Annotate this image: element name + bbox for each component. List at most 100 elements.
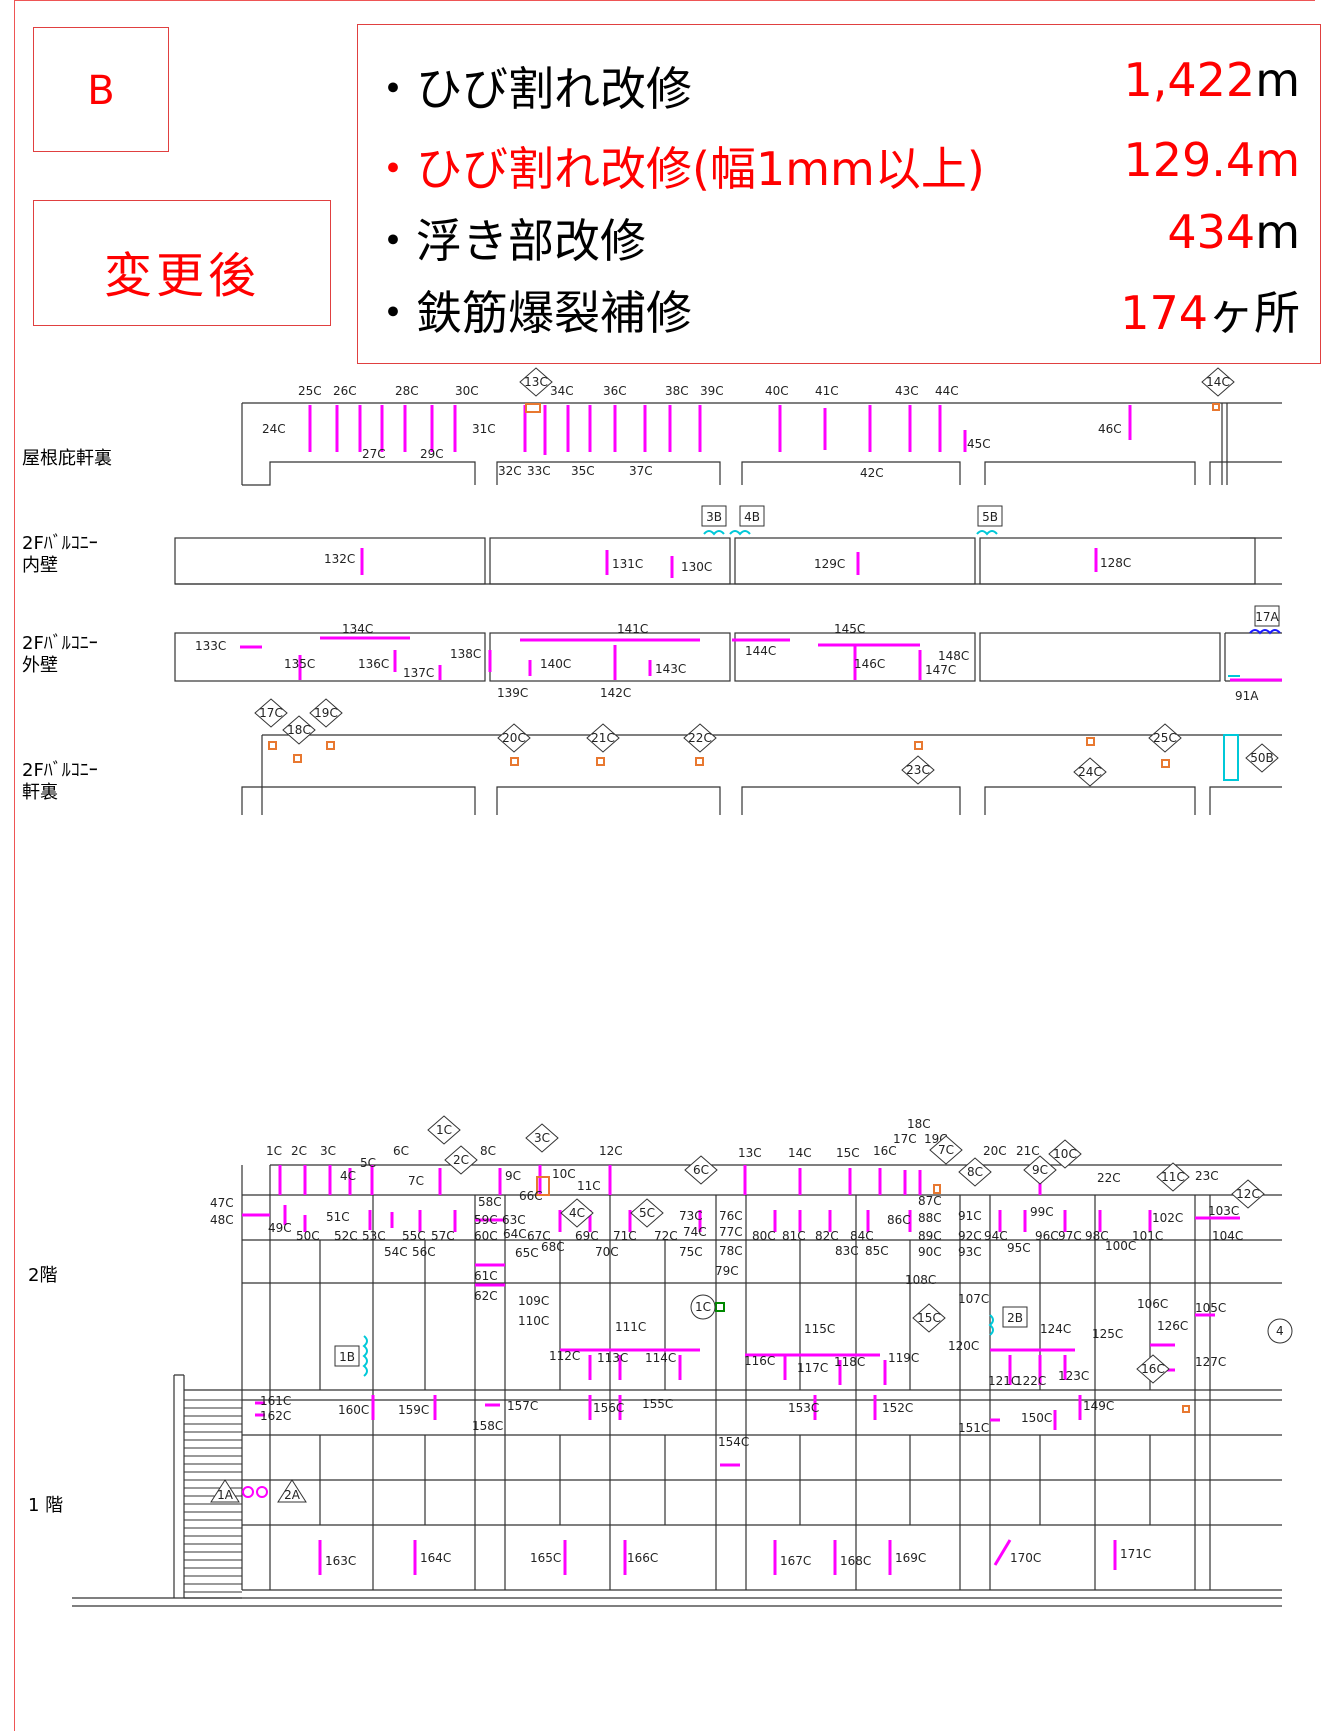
inner-box-marker: 4B (739, 505, 765, 527)
outer-crack-label: 147C (925, 663, 956, 677)
summary-label: ・ひび割れ改修(幅1mm以上) (370, 142, 985, 196)
summary-box: ・ひび割れ改修 1,422m ・ひび割れ改修(幅1mm以上) 129.4m ・浮… (357, 24, 1321, 364)
floor2-crack-label: 116C (744, 1354, 775, 1368)
floor2-crack-label: 62C (474, 1289, 498, 1303)
svg-text:16C: 16C (1141, 1362, 1165, 1376)
floor2-crack-label: 99C (1030, 1205, 1054, 1219)
floor2-crack-label: 115C (804, 1322, 835, 1336)
svg-text:25C: 25C (1153, 731, 1177, 745)
floor1-crack-label: 169C (895, 1551, 926, 1565)
floor2-crack-label: 16C (873, 1144, 897, 1158)
floor1-crack-label: 166C (627, 1551, 658, 1565)
svg-text:4B: 4B (744, 510, 760, 524)
floor2-box-marker: 1B (334, 1345, 360, 1367)
section-label-balcony-inner: 2Fﾊﾞﾙｺﾆｰ 内壁 (22, 533, 98, 576)
summary-row: ・鉄筋爆裂補修 174ヶ所 (370, 277, 1300, 341)
roof-crack-label: 45C (967, 437, 991, 451)
floor2-crack-label: 49C (268, 1221, 292, 1235)
floor2-crack-label: 108C (905, 1273, 936, 1287)
floor2-crack-label: 2C (291, 1144, 307, 1158)
floor2-crack-label: 77C (719, 1225, 743, 1239)
floor2-crack-label: 104C (1212, 1229, 1243, 1243)
floor2-crack-label: 83C (835, 1244, 859, 1258)
floor2-crack-label: 74C (683, 1225, 707, 1239)
soffit-diamond-marker: 18C (282, 715, 316, 745)
crack-marks (240, 405, 1282, 1575)
floor2-crack-label: 105C (1195, 1301, 1226, 1315)
floor2-crack-label: 11C (577, 1179, 601, 1193)
svg-text:3C: 3C (534, 1131, 550, 1145)
roof-crack-label: 40C (765, 384, 789, 398)
floor2-crack-label: 57C (431, 1229, 455, 1243)
svg-text:17C: 17C (259, 706, 283, 720)
floor2-crack-label: 22C (1097, 1171, 1121, 1185)
floor2-crack-label: 10C (552, 1167, 576, 1181)
floor2-diamond-marker: 12C (1231, 1179, 1265, 1209)
balcony-soffit-section (241, 734, 1282, 815)
float-marks (268, 403, 1220, 1413)
floor2-crack-label: 118C (834, 1355, 865, 1369)
ground-markers (242, 1486, 268, 1498)
floor2-crack-label: 94C (984, 1229, 1008, 1243)
floor2-crack-label: 110C (518, 1314, 549, 1328)
floor2-diamond-marker: 6C (684, 1155, 718, 1185)
svg-text:1C: 1C (436, 1123, 452, 1137)
roof-crack-label: 31C (472, 422, 496, 436)
roof-crack-label: 38C (665, 384, 689, 398)
floor1-crack-label: 155C (642, 1397, 673, 1411)
floor2-crack-label: 70C (595, 1245, 619, 1259)
roof-crack-label: 37C (629, 464, 653, 478)
floor2-crack-label: 8C (480, 1144, 496, 1158)
floor2-crack-label: 76C (719, 1209, 743, 1223)
roof-crack-label: 34C (550, 384, 574, 398)
floor2-crack-label: 122C (1015, 1374, 1046, 1388)
floor2-diamond-marker: 9C (1023, 1155, 1057, 1185)
floor2-crack-label: 23C (1195, 1169, 1219, 1183)
roof-crack-label: 46C (1098, 422, 1122, 436)
summary-row: ・浮き部改修 434m (370, 205, 1300, 269)
floor2-crack-label: 63C (502, 1213, 526, 1227)
floor2-crack-label: 17C (893, 1132, 917, 1146)
roof-crack-label: 44C (935, 384, 959, 398)
circle-marker: 1C (690, 1294, 716, 1320)
floor2-crack-label: 3C (320, 1144, 336, 1158)
floor2-crack-label: 20C (983, 1144, 1007, 1158)
floor1-crack-label: 162C (260, 1409, 291, 1423)
floor2-crack-label: 71C (613, 1229, 637, 1243)
outer-crack-label: 148C (938, 649, 969, 663)
floor1-crack-label: 150C (1021, 1411, 1052, 1425)
svg-text:9C: 9C (1032, 1163, 1048, 1177)
svg-text:50B: 50B (1250, 751, 1274, 765)
roof-crack-label: 32C (498, 464, 522, 478)
floor2-crack-label: 13C (738, 1146, 762, 1160)
floor2-crack-label: 89C (918, 1229, 942, 1243)
floor2-crack-label: 114C (645, 1351, 676, 1365)
floor2-crack-label: 126C (1157, 1319, 1188, 1333)
roof-crack-label: 41C (815, 384, 839, 398)
floor2-crack-label: 100C (1105, 1239, 1136, 1253)
svg-text:15C: 15C (917, 1311, 941, 1325)
floor2-crack-label: 109C (518, 1294, 549, 1308)
roof-crack-label: 27C (362, 447, 386, 461)
svg-text:3B: 3B (706, 510, 722, 524)
soffit-diamond-marker: 25C (1148, 723, 1182, 753)
roof-crack-label: 26C (333, 384, 357, 398)
outer-crack-label: 136C (358, 657, 389, 671)
floor1-crack-label: 149C (1083, 1399, 1114, 1413)
roof-crack-label: 29C (420, 447, 444, 461)
floor2-crack-label: 58C (478, 1195, 502, 1209)
floor1-crack-label: 152C (882, 1401, 913, 1415)
outer-crack-label: 143C (655, 662, 686, 676)
inner-crack-label: 132C (324, 552, 355, 566)
outer-crack-label: 142C (600, 686, 631, 700)
summary-unit: m (1255, 205, 1300, 259)
svg-text:1C: 1C (695, 1300, 711, 1314)
outer-box-marker: 17A (1254, 605, 1280, 627)
floor2-box-marker: 2B (1002, 1306, 1028, 1328)
soffit-diamond-marker: 21C (586, 723, 620, 753)
floor1-crack-label: 161C (260, 1394, 291, 1408)
balcony-outer-section (174, 632, 1282, 682)
roof-section (241, 402, 1282, 486)
roof-crack-label: 24C (262, 422, 286, 436)
